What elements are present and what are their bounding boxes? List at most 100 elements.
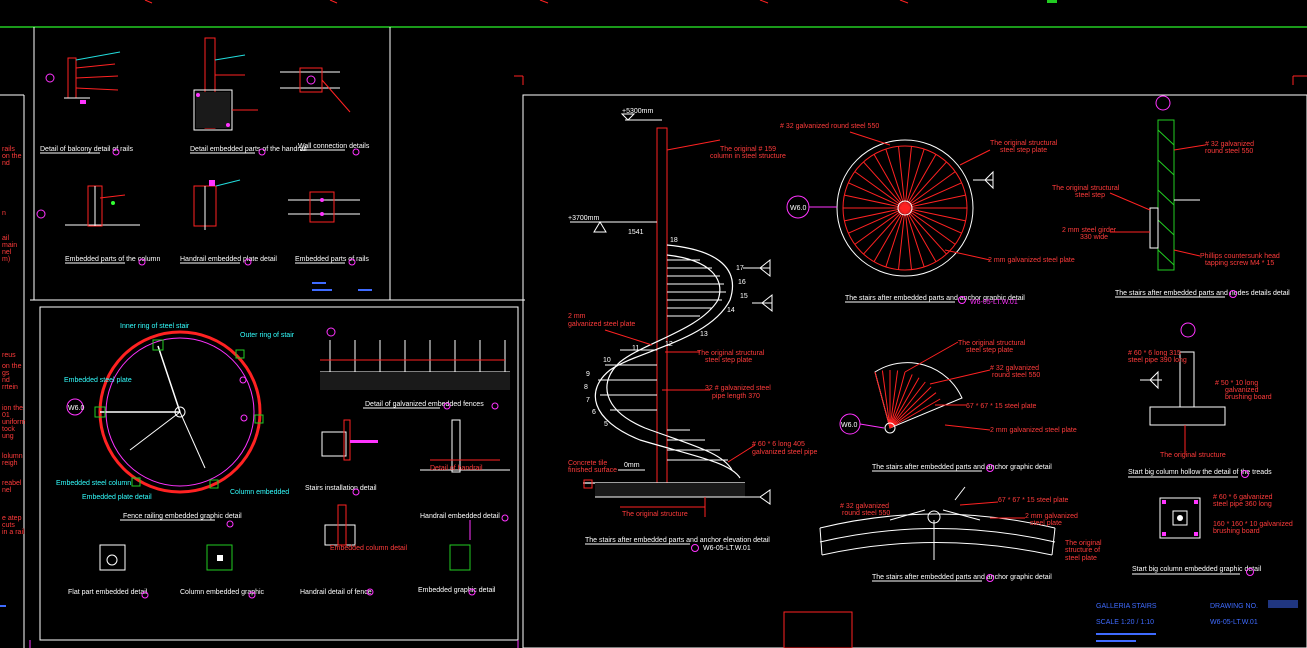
svg-text:Handrail embedded detail: Handrail embedded detail bbox=[420, 513, 500, 520]
svg-text:Embedded column detail: Embedded column detail bbox=[330, 545, 407, 552]
caption: Wall connection details bbox=[298, 143, 370, 150]
step-number: 6 bbox=[592, 409, 596, 416]
column-plan-caption: Start big column embedded graphic detail bbox=[1132, 566, 1262, 573]
left-word: ung bbox=[2, 433, 14, 440]
section-title: Detail of galvanized embedded fences bbox=[365, 401, 484, 408]
top-mark bbox=[899, 0, 909, 4]
left-word: uniform bbox=[2, 419, 26, 426]
left-word: rails bbox=[2, 146, 15, 153]
top-mark bbox=[539, 0, 549, 4]
tread-line bbox=[889, 377, 920, 429]
right-section-detail: # 32 galvanized round steel 550 The orig… bbox=[1052, 95, 1290, 298]
plan-label: Embedded steel column bbox=[56, 480, 131, 487]
plan-label: W6.0 bbox=[68, 405, 84, 412]
tread-line bbox=[904, 161, 947, 209]
svg-text:steel plate: steel plate bbox=[1065, 555, 1097, 562]
step-number: 15 bbox=[740, 293, 748, 300]
ring-plan: W6.0 Inner ring of steel stair Outer rin… bbox=[56, 323, 295, 528]
svg-text:2 mm galvanized steel plate: 2 mm galvanized steel plate bbox=[988, 257, 1075, 264]
tread-line bbox=[854, 171, 906, 209]
svg-text:# 60 * 6 long 315: # 60 * 6 long 315 bbox=[1128, 350, 1181, 357]
left-word: n bbox=[2, 210, 6, 217]
tread-line bbox=[848, 207, 906, 234]
svg-text:galvanized: galvanized bbox=[1225, 387, 1259, 394]
plan-label: Outer ring of stair bbox=[240, 332, 295, 339]
left-edge-sheet: rails on the nd n ail main nel m) reus o… bbox=[0, 94, 26, 648]
step-number: 10 bbox=[603, 357, 611, 364]
tread-line bbox=[874, 371, 891, 429]
tread-line bbox=[904, 207, 947, 255]
tread-line bbox=[889, 374, 913, 429]
left-word: nel bbox=[2, 487, 12, 494]
svg-text:2 mm galvanized: 2 mm galvanized bbox=[1025, 513, 1078, 520]
tread-line bbox=[889, 381, 926, 429]
top-mark bbox=[759, 0, 769, 4]
svg-text:The original structural: The original structural bbox=[697, 350, 765, 357]
svg-text:brushing board: brushing board bbox=[1213, 528, 1260, 535]
step-number: 5 bbox=[604, 421, 608, 428]
svg-text:32 # galvanized steel: 32 # galvanized steel bbox=[705, 385, 771, 392]
svg-text:# 32 galvanized: # 32 galvanized bbox=[840, 503, 889, 510]
svg-text:brushing board: brushing board bbox=[1225, 394, 1272, 401]
round-stair-plan: W6.0 # 32 galvanized round steel 550 The… bbox=[780, 123, 1075, 306]
svg-text:round steel 550: round steel 550 bbox=[842, 510, 890, 517]
fence-section: Detail of galvanized embedded fences bbox=[320, 327, 510, 410]
tread-line bbox=[898, 207, 906, 270]
column-plan: # 60 * 6 galvanized steel pipe 360 long … bbox=[1132, 494, 1293, 576]
step-number: 16 bbox=[738, 279, 746, 286]
svg-text:2 mm: 2 mm bbox=[568, 313, 586, 320]
stair-caption: The stairs after embedded parts and anch… bbox=[585, 537, 770, 544]
detail-column: Embedded parts of the column bbox=[36, 185, 160, 266]
tread-line bbox=[904, 207, 966, 222]
main-sheet[interactable]: +5300mm +3700mm 1541 bbox=[514, 75, 1307, 648]
tread-line bbox=[904, 154, 937, 209]
left-word: ail bbox=[2, 235, 9, 242]
detail-wall-connection: Wall connection details bbox=[280, 67, 370, 156]
tread-line bbox=[863, 161, 906, 209]
tread-line bbox=[889, 398, 941, 429]
step-number: 11 bbox=[632, 345, 639, 352]
tread-line bbox=[904, 207, 937, 262]
svg-text:The original structural: The original structural bbox=[990, 140, 1058, 147]
svg-text:1541: 1541 bbox=[628, 229, 644, 236]
left-word: tock bbox=[2, 426, 15, 433]
fan-caption: The stairs after embedded parts and anch… bbox=[872, 464, 1052, 471]
svg-text:steel step plate: steel step plate bbox=[1000, 147, 1047, 154]
plan-caption: The stairs after embedded parts and anch… bbox=[845, 295, 1025, 302]
caption: Detail embedded parts of the handrail bbox=[190, 146, 307, 153]
left-word: on the bbox=[2, 363, 22, 370]
left-word: in a rail bbox=[2, 529, 25, 536]
left-word: rrtein bbox=[2, 384, 18, 391]
svg-text:tapping screw M4 * 15: tapping screw M4 * 15 bbox=[1205, 260, 1274, 267]
svg-text:2 mm steel girder: 2 mm steel girder bbox=[1062, 227, 1117, 234]
svg-text:structure of: structure of bbox=[1065, 547, 1100, 554]
tread-line bbox=[885, 148, 906, 209]
svg-text:The original # 159: The original # 159 bbox=[720, 146, 776, 153]
tread-line bbox=[904, 148, 925, 209]
top-detail-panel[interactable]: Detail of balcony detail of rails Detail… bbox=[30, 27, 391, 301]
step-number: 8 bbox=[584, 384, 588, 391]
step-number: 18 bbox=[670, 237, 678, 244]
step-number: 7 bbox=[586, 397, 590, 404]
svg-text:The original structural: The original structural bbox=[1052, 185, 1120, 192]
bottom-left-panel[interactable]: W6.0 Inner ring of steel stair Outer rin… bbox=[29, 299, 525, 648]
plan-label: Column embedded bbox=[230, 489, 289, 496]
right-section-caption: The stairs after embedded parts and node… bbox=[1115, 290, 1290, 297]
step-number: 14 bbox=[727, 307, 735, 314]
ground-level: 0mm bbox=[624, 462, 640, 469]
plan-label: Embedded steel plate bbox=[64, 377, 132, 384]
tread-line bbox=[904, 194, 966, 209]
left-word: nd bbox=[2, 377, 10, 384]
tread-line bbox=[889, 370, 899, 429]
fan-stair-plan: W6.0 The original structural steel step … bbox=[839, 340, 1077, 472]
top-mark bbox=[1047, 0, 1057, 3]
detail-handrail-plate: Handrail embedded plate detail bbox=[180, 179, 277, 266]
tread-line bbox=[904, 207, 925, 268]
svg-text:Embedded graphic detail: Embedded graphic detail bbox=[418, 587, 496, 594]
tread-line bbox=[854, 207, 906, 245]
tread-line bbox=[844, 194, 906, 209]
column-caption: Start big column hollow the detail of th… bbox=[1128, 469, 1272, 476]
arc-caption: The stairs after embedded parts and anch… bbox=[872, 574, 1052, 581]
tread-line bbox=[904, 182, 962, 209]
